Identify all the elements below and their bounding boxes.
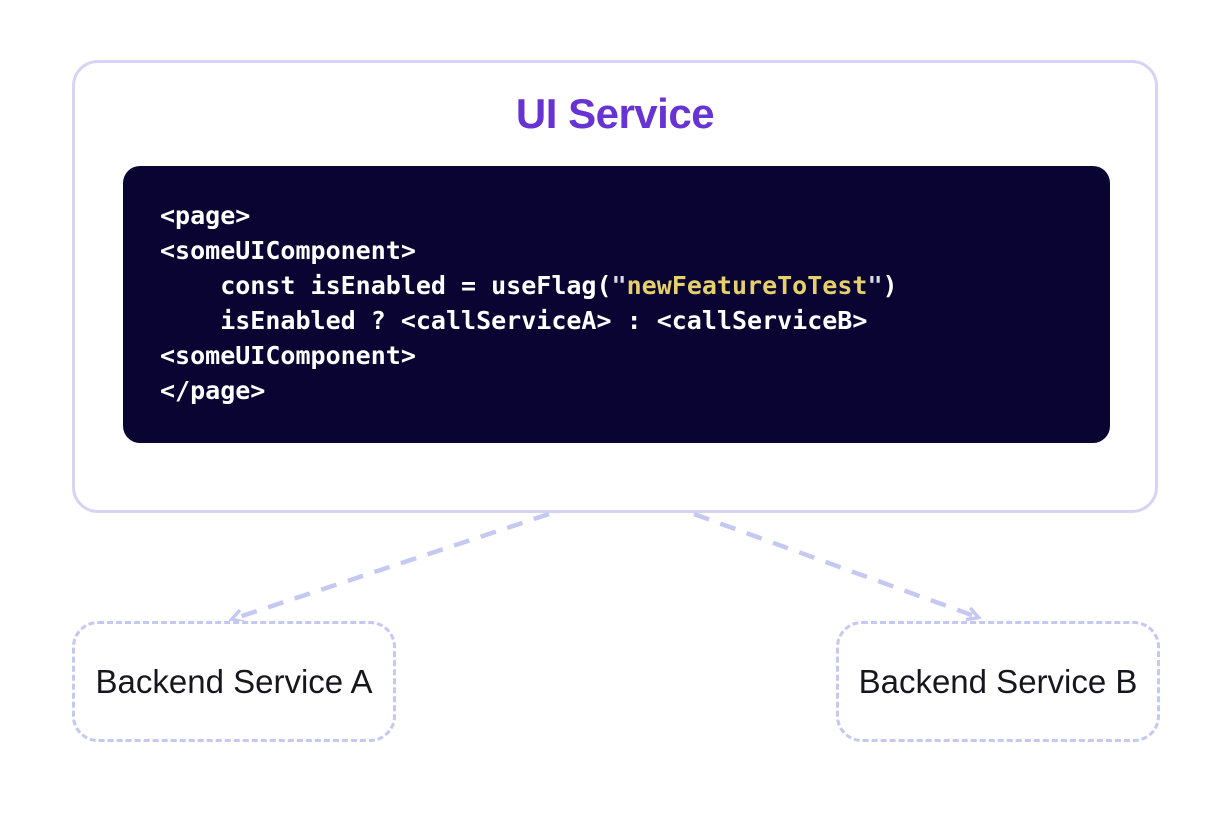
- code-block: <page> <someUIComponent> const isEnabled…: [123, 166, 1110, 443]
- backend-service-a-label: Backend Service A: [95, 662, 373, 700]
- backend-service-a-box: Backend Service A: [72, 621, 396, 742]
- ui-service-title: UI Service: [515, 90, 715, 137]
- connector-left-line: [233, 511, 550, 619]
- connector-right-line: [693, 511, 977, 617]
- backend-service-b-box: Backend Service B: [836, 621, 1160, 742]
- code-snippet: <page> <someUIComponent> const isEnabled…: [160, 201, 898, 405]
- backend-service-b-label: Backend Service B: [858, 662, 1138, 700]
